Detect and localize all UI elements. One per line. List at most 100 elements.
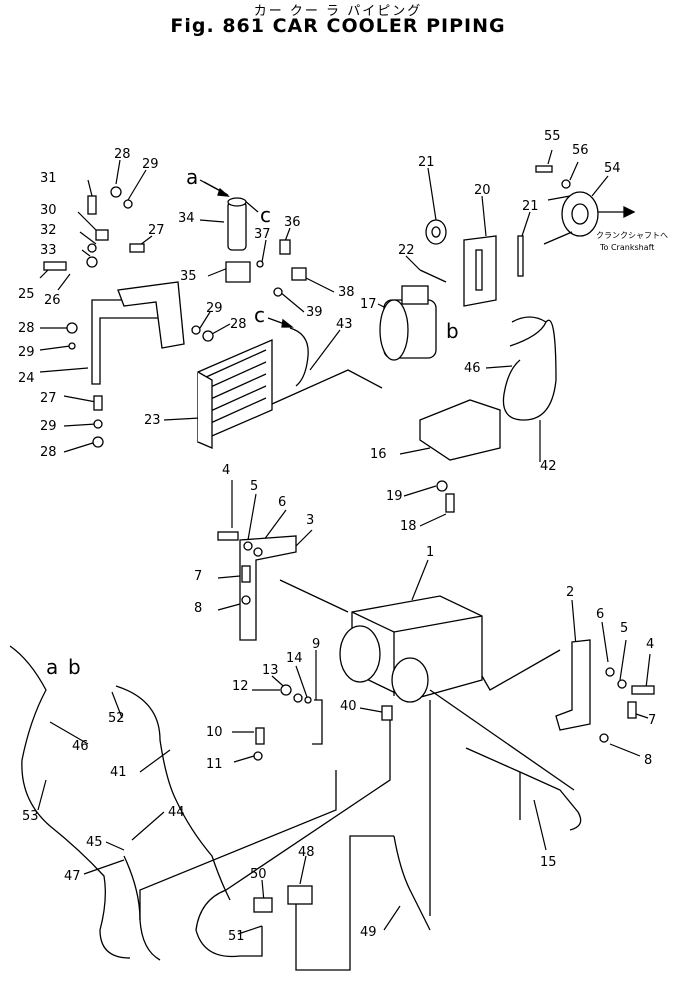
callout-28a: 28 (114, 147, 131, 162)
callout-29d: 29 (206, 301, 223, 316)
callout-2: 2 (566, 585, 574, 600)
callout-38: 38 (338, 285, 355, 300)
callout-41: 41 (110, 765, 127, 780)
callout-39: 39 (306, 305, 323, 320)
callout-8a: 8 (194, 601, 202, 616)
fitting-38 (291, 267, 307, 281)
bolt-4-right (631, 685, 655, 695)
harness-46 (9, 645, 131, 959)
o-ring-39 (273, 287, 283, 297)
wire-relay (295, 835, 394, 971)
callout-44: 44 (168, 805, 185, 820)
compressor (379, 269, 447, 361)
idler-pulley-hub (431, 226, 441, 238)
callout-28d: 28 (230, 317, 247, 332)
callout-50: 50 (250, 867, 267, 882)
callout-34: 34 (178, 211, 195, 226)
callout-47: 47 (64, 869, 81, 884)
note-crankshaft-en: To Crankshaft (599, 243, 654, 252)
drier-cap (227, 197, 247, 207)
callout-12: 12 (232, 679, 249, 694)
washer-29-left (68, 342, 76, 350)
callout-56: 56 (572, 143, 589, 158)
callout-45: 45 (86, 835, 103, 850)
figure-title: Fig. 861 CAR COOLER PIPING (170, 15, 506, 37)
mount-line-left (279, 579, 349, 613)
drain-hose-15 (465, 747, 582, 831)
drier-bracket (225, 261, 251, 283)
callout-21a: 21 (418, 155, 435, 170)
washer-32 (87, 243, 97, 253)
callout-52: 52 (108, 711, 125, 726)
mounting-bracket (117, 281, 185, 349)
washer-6-right (605, 667, 615, 677)
bolt-10 (255, 727, 265, 745)
callout-7b: 7 (648, 713, 656, 728)
nut-28-top (110, 186, 122, 198)
callout-48: 48 (298, 845, 315, 860)
callout-33: 33 (40, 243, 57, 258)
bracket-left (239, 535, 297, 641)
callout-31: 31 (40, 171, 57, 186)
components (43, 165, 655, 913)
callout-28c: 28 (40, 445, 57, 460)
callout-17: 17 (360, 297, 377, 312)
bolt-25 (43, 261, 67, 271)
washer-14 (304, 696, 312, 704)
callout-25: 25 (18, 287, 35, 302)
wire-49 (393, 835, 431, 931)
callout-18: 18 (400, 519, 417, 534)
callout-3: 3 (306, 513, 314, 528)
hose-43 (289, 327, 309, 387)
bolt-31 (87, 195, 97, 215)
letter-c-mid: c (254, 303, 265, 327)
washer-29-top (123, 199, 133, 209)
hose-42 (502, 319, 557, 421)
callout-4b: 4 (646, 637, 654, 652)
callout-42: 42 (540, 459, 557, 474)
callout-43: 43 (336, 317, 353, 332)
wire-b (195, 720, 391, 958)
harness-44 (123, 855, 161, 961)
callout-46b: 46 (72, 739, 89, 754)
adjust-slot (475, 249, 483, 291)
plate-9 (312, 699, 323, 745)
adjust-bolt (517, 235, 524, 277)
bolt-55 (535, 165, 553, 173)
washer-29-mid (191, 325, 201, 335)
note-crankshaft-jp: クランクシャフトへ (596, 231, 668, 240)
letter-a-bottom: a (46, 655, 58, 679)
callout-16: 16 (370, 447, 387, 462)
clip-30 (95, 229, 109, 241)
receiver-drier (227, 201, 247, 251)
callout-7a: 7 (194, 569, 202, 584)
callout-55: 55 (544, 129, 561, 144)
bolt-4-left (217, 531, 239, 541)
callout-36: 36 (284, 215, 301, 230)
callout-14: 14 (286, 651, 303, 666)
fitting-27-top (129, 243, 145, 253)
callout-20: 20 (474, 183, 491, 198)
callout-numbers: 31 28 29 30 27 32 33 25 26 28 29 24 27 2… (18, 129, 668, 944)
callout-1: 1 (426, 545, 434, 560)
washer-5-right (617, 679, 627, 689)
letter-b-compressor: b (446, 319, 459, 343)
relay (287, 885, 313, 905)
callout-8b: 8 (644, 753, 652, 768)
bolt-7-left (241, 565, 251, 583)
letter-c-top: c (260, 203, 271, 227)
title-japanese: カー クー ラ パイピング (253, 4, 423, 19)
nut-33 (86, 256, 98, 268)
washer-13 (293, 693, 303, 703)
o-ring-37 (256, 260, 264, 268)
callout-28b: 28 (18, 321, 35, 336)
callout-49: 49 (360, 925, 377, 940)
nut-28-mid (202, 330, 214, 342)
callout-40: 40 (340, 699, 357, 714)
callout-26: 26 (44, 293, 61, 308)
washer-56 (561, 179, 571, 189)
callout-9: 9 (312, 637, 320, 652)
callout-29b: 29 (18, 345, 35, 360)
pipes-and-wiring (9, 195, 582, 971)
belt (543, 195, 573, 245)
